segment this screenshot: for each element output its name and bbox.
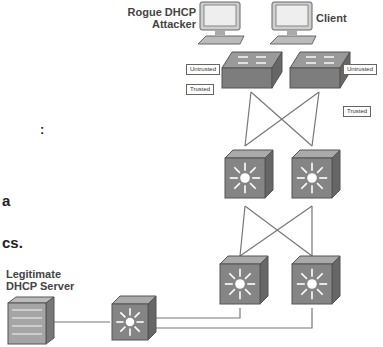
- access-switch: [222, 52, 282, 88]
- pc-icon: [198, 2, 244, 44]
- page-fragment: cs.: [2, 234, 23, 251]
- multilayer-switch: [225, 150, 273, 198]
- pc-icon: [270, 2, 316, 44]
- port-tag: Trusted: [186, 84, 214, 95]
- page-fragment: a: [2, 192, 10, 209]
- pc-label: Rogue DHCP Attacker: [110, 6, 196, 30]
- network-link: [311, 206, 312, 256]
- network-link: [152, 308, 312, 328]
- network-link: [245, 92, 251, 146]
- multilayer-switch: [292, 256, 340, 304]
- network-link: [240, 206, 245, 256]
- node-text: Trusted: [190, 86, 210, 93]
- node-text: Legitimate DHCP Server: [6, 268, 90, 292]
- network-link: [240, 206, 312, 256]
- server-icon: [8, 297, 54, 344]
- network-link: [312, 92, 319, 146]
- node-text: Untrusted: [190, 66, 216, 73]
- port-tag: Untrusted: [186, 64, 220, 75]
- network-link: [52, 321, 110, 322]
- wires: [52, 92, 319, 328]
- network-link: [152, 308, 240, 318]
- page-fragment: :: [40, 122, 44, 137]
- pc-label: Client: [316, 12, 347, 24]
- network-link: [245, 92, 319, 146]
- server-label: Legitimate DHCP Server: [6, 268, 90, 292]
- multilayer-switch: [292, 150, 340, 198]
- node-text: Trusted: [347, 108, 367, 115]
- node-text: Untrusted: [347, 66, 373, 73]
- node-text: Rogue DHCP Attacker: [110, 6, 196, 30]
- access-switch: [290, 52, 350, 88]
- node-text: Client: [316, 12, 347, 24]
- port-tag: Trusted: [343, 106, 371, 117]
- multilayer-switch: [112, 296, 156, 340]
- multilayer-switch: [220, 256, 268, 304]
- port-tag: Untrusted: [343, 64, 377, 75]
